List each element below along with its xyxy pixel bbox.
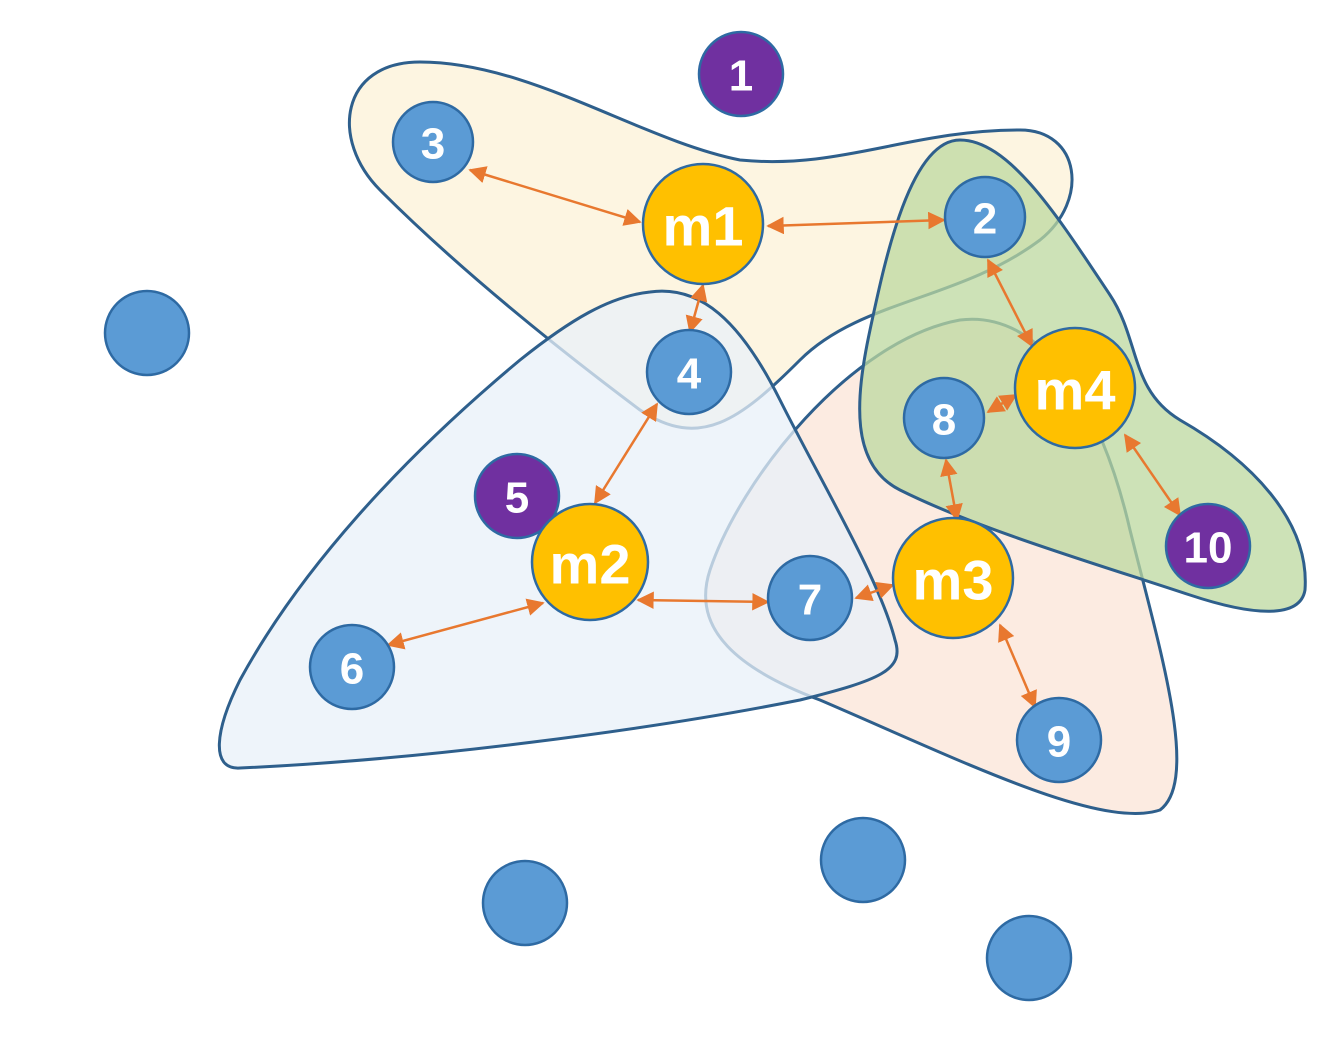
svg-text:6: 6 — [340, 645, 364, 694]
node-unlabeled-bottom-1 — [481, 859, 569, 947]
node-4: 4 — [645, 328, 733, 416]
node-unlabeled-bottom-3 — [985, 914, 1073, 1002]
node-m3: m3 — [891, 516, 1015, 640]
edge-m4-8 — [986, 393, 1018, 414]
svg-text:4: 4 — [677, 350, 702, 399]
svg-text:m3: m3 — [913, 549, 994, 612]
edge-m1-2 — [766, 211, 946, 235]
svg-text:m2: m2 — [550, 533, 631, 596]
edge-m3-7 — [854, 581, 895, 602]
node-m1: m1 — [641, 162, 765, 286]
node-unlabeled-left — [103, 289, 191, 377]
edge-4-m2 — [593, 402, 659, 505]
node-9: 9 — [1015, 696, 1103, 784]
node-6: 6 — [308, 623, 396, 711]
node-5: 5 — [473, 452, 561, 540]
svg-text:7: 7 — [798, 576, 822, 625]
svg-text:10: 10 — [1184, 524, 1233, 573]
node-m4: m4 — [1013, 326, 1137, 450]
svg-text:1: 1 — [729, 52, 753, 101]
svg-text:3: 3 — [421, 120, 445, 169]
node-3: 3 — [391, 100, 475, 184]
edge-m3-9 — [998, 623, 1037, 709]
node-unlabeled-bottom-2 — [819, 816, 907, 904]
node-m2: m2 — [530, 502, 650, 622]
edge-m3-8 — [940, 458, 963, 522]
edge-m4-2 — [986, 258, 1034, 348]
edge-m2-7 — [636, 591, 770, 611]
node-2: 2 — [943, 175, 1027, 259]
node-8: 8 — [902, 376, 986, 460]
node-10: 10 — [1164, 502, 1252, 590]
svg-text:8: 8 — [932, 396, 956, 445]
svg-text:m4: m4 — [1035, 359, 1116, 422]
svg-text:9: 9 — [1047, 718, 1071, 767]
node-1: 1 — [697, 30, 785, 118]
edge-m4-10 — [1123, 433, 1182, 517]
edge-m1-4 — [685, 283, 708, 334]
node-7: 7 — [766, 554, 854, 642]
svg-text:m1: m1 — [663, 195, 744, 258]
edge-m1-3 — [468, 166, 642, 226]
edge-m2-6 — [386, 598, 545, 650]
svg-text:2: 2 — [973, 195, 997, 244]
svg-text:5: 5 — [505, 474, 529, 523]
